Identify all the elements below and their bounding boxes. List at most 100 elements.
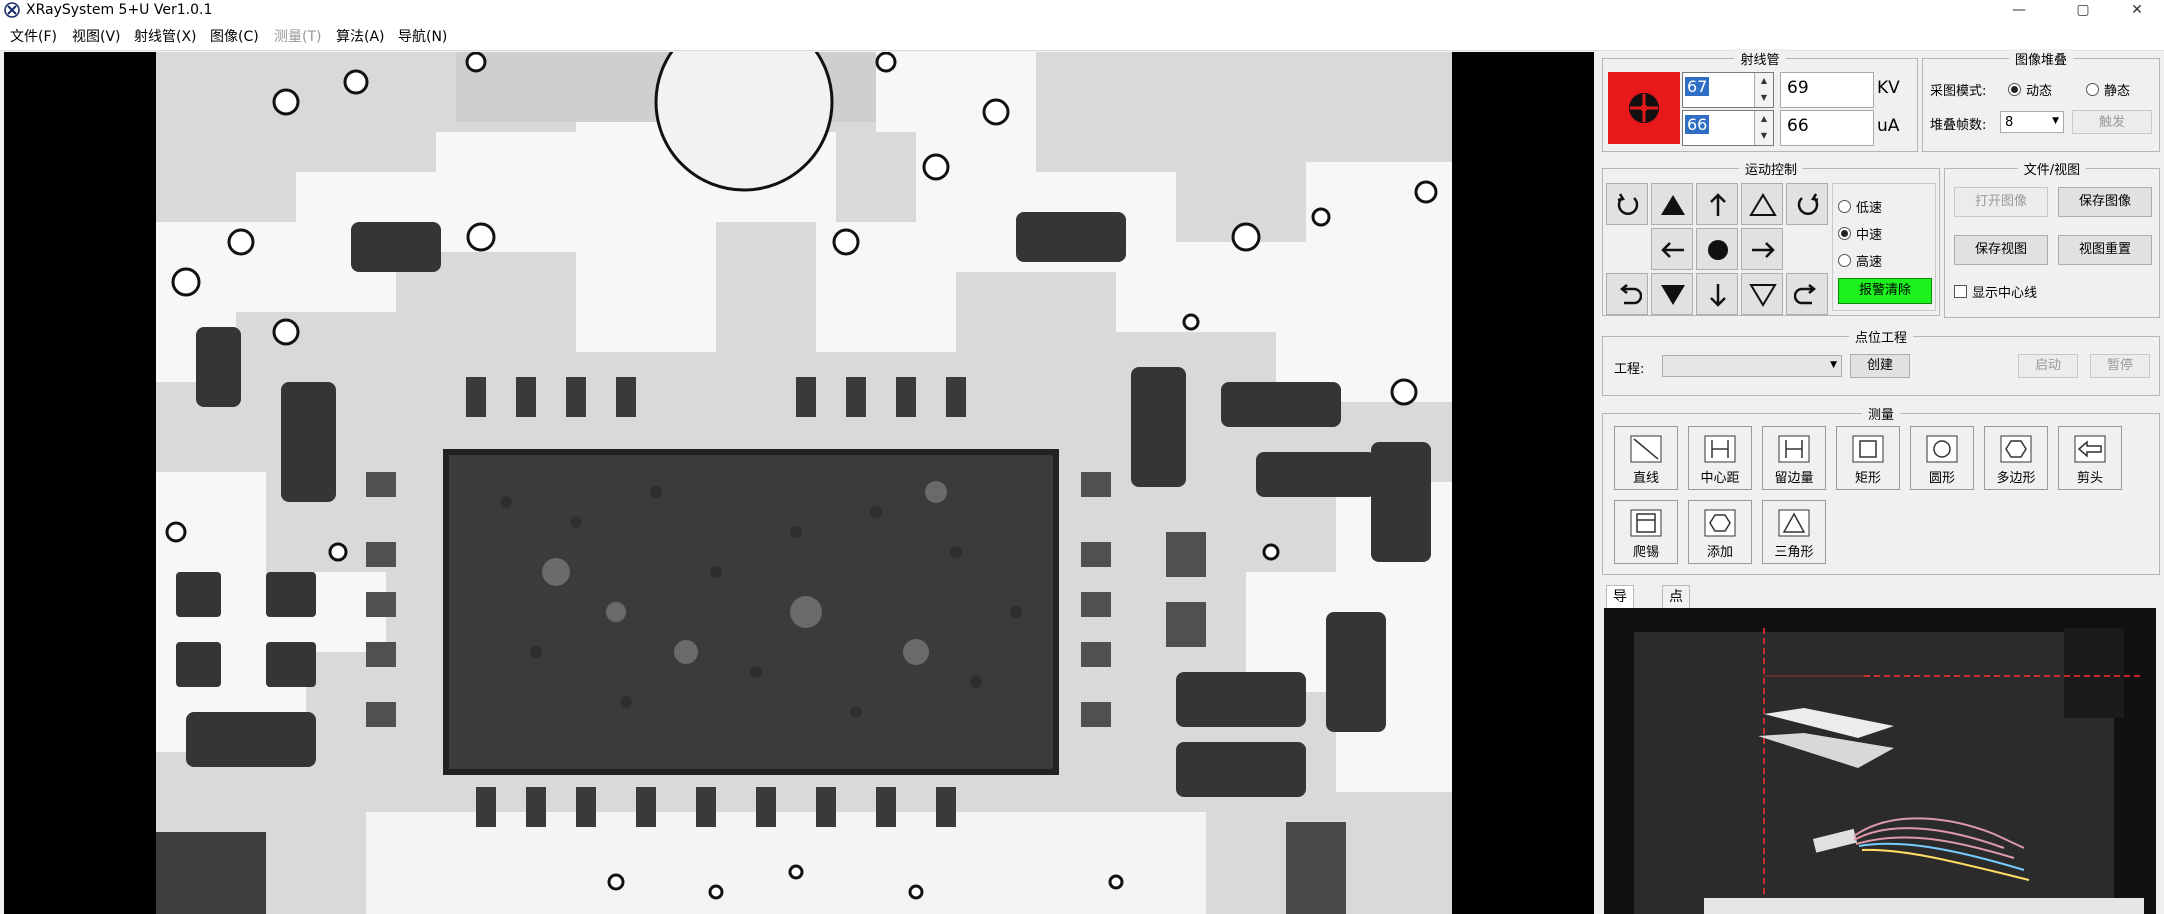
margin-icon: [1778, 435, 1810, 463]
motion-control-group: 运动控制: [1602, 159, 1940, 316]
file-view-title: 文件/视图: [2017, 159, 2087, 178]
rotate-cw-icon: [1617, 193, 1639, 215]
start-project-button[interactable]: 启动: [2018, 354, 2078, 378]
turn-left-button[interactable]: [1606, 273, 1648, 315]
z-up-button[interactable]: [1651, 183, 1693, 225]
measure-solder-climb-tool[interactable]: 爬锡: [1614, 500, 1678, 564]
speed-high-radio[interactable]: 高速: [1838, 251, 1882, 270]
image-stack-title: 图像堆叠: [2008, 49, 2074, 68]
circle-icon: [1926, 435, 1958, 463]
measure-margin-tool[interactable]: 留边量: [1762, 426, 1826, 490]
speed-medium-radio[interactable]: 中速: [1838, 224, 1882, 243]
tab-point-project-marks[interactable]: 点位工程标记: [1662, 585, 1690, 715]
measure-rectangle-tool[interactable]: 矩形: [1836, 426, 1900, 490]
speed-low-radio[interactable]: 低速: [1838, 197, 1882, 216]
stop-dot-icon: [1708, 240, 1728, 260]
navigation-camera-view[interactable]: [1604, 608, 2156, 914]
measure-center-distance-tool[interactable]: 中心距: [1688, 426, 1752, 490]
point-project-title: 点位工程: [1848, 327, 1914, 346]
minimize-button[interactable]: —: [2012, 2, 2026, 18]
solder-climb-icon: [1630, 509, 1662, 537]
filled-down-triangle-icon: [1661, 285, 1685, 305]
measure-add-tool[interactable]: 添加: [1688, 500, 1752, 564]
pause-project-button[interactable]: 暂停: [2090, 354, 2150, 378]
mode-static-radio[interactable]: 静态: [2086, 80, 2130, 99]
chevron-down-icon: ▼: [2052, 116, 2059, 126]
y-up-button[interactable]: [1696, 183, 1738, 225]
alarm-clear-button[interactable]: 报警清除: [1838, 278, 1932, 304]
speed-box: [1832, 183, 1936, 311]
stack-frames-select[interactable]: 8 ▼: [2000, 111, 2064, 133]
reset-view-button[interactable]: 视图重置: [2058, 235, 2152, 265]
x-left-button[interactable]: [1651, 228, 1693, 270]
rectangle-icon: [1852, 435, 1884, 463]
menu-xray-tube[interactable]: 射线管(X): [134, 29, 197, 45]
menu-bar: 文件(F) 视图(V) 射线管(X) 图像(C) 测量(T) 算法(A) 导航(…: [0, 22, 2164, 51]
undo-icon: [1794, 284, 1817, 305]
open-image-button[interactable]: 打开图像: [1954, 187, 2048, 217]
window-title: XRaySystem 5+U Ver1.0.1: [26, 2, 213, 18]
stop-button[interactable]: [1696, 228, 1738, 270]
xray-image: [156, 52, 1452, 914]
measure-triangle-tool[interactable]: 三角形: [1762, 500, 1826, 564]
project-label: 工程:: [1614, 362, 1645, 377]
kv-unit: KV: [1877, 78, 1900, 98]
polygon-icon: [2000, 435, 2032, 463]
arrow-down-icon: [1710, 284, 1726, 307]
menu-file[interactable]: 文件(F): [10, 29, 57, 45]
tilt-up-button[interactable]: [1741, 183, 1783, 225]
line-icon: [1630, 435, 1662, 463]
kv-setpoint-spinner[interactable]: 67 ▲ ▼: [1682, 72, 1774, 108]
project-select[interactable]: ▼: [1662, 355, 1842, 377]
radiation-icon: [1629, 93, 1659, 123]
motion-control-title: 运动控制: [1738, 159, 1804, 178]
ua-up-icon[interactable]: ▲: [1760, 114, 1768, 123]
measure-circle-tool[interactable]: 圆形: [1910, 426, 1974, 490]
mode-dynamic-radio[interactable]: 动态: [2008, 80, 2052, 99]
create-project-button[interactable]: 创建: [1850, 354, 1910, 378]
outline-up-triangle-icon: [1749, 193, 1777, 216]
xray-image-viewport[interactable]: [4, 52, 1594, 914]
tilt-down-button[interactable]: [1741, 273, 1783, 315]
measure-group: 测量: [1602, 404, 2160, 575]
file-view-group: 文件/视图: [1944, 159, 2160, 318]
image-stack-group: 图像堆叠: [1922, 49, 2160, 152]
center-distance-icon: [1704, 435, 1736, 463]
save-view-button[interactable]: 保存视图: [1954, 235, 2048, 265]
rotate-cw-button[interactable]: [1606, 183, 1648, 225]
kv-setpoint-value[interactable]: 67: [1685, 77, 1710, 96]
xray-status-indicator[interactable]: [1608, 72, 1680, 144]
arrow-icon: [2074, 435, 2106, 463]
menu-measure[interactable]: 测量(T): [274, 29, 322, 45]
ua-setpoint-value[interactable]: 66: [1685, 115, 1710, 134]
chevron-down-icon: ▼: [1830, 360, 1837, 370]
tab-navigation[interactable]: 导航: [1606, 585, 1634, 627]
outline-down-triangle-icon: [1749, 284, 1777, 307]
kv-up-icon[interactable]: ▲: [1760, 76, 1768, 85]
save-image-button[interactable]: 保存图像: [2058, 187, 2152, 217]
trigger-button[interactable]: 触发: [2072, 110, 2152, 134]
turn-right-button[interactable]: [1786, 273, 1828, 315]
arrow-right-icon: [1752, 242, 1775, 258]
ua-down-icon[interactable]: ▼: [1760, 131, 1768, 140]
measure-line-tool[interactable]: 直线: [1614, 426, 1678, 490]
menu-navigation[interactable]: 导航(N): [398, 29, 448, 45]
rotate-ccw-button[interactable]: [1786, 183, 1828, 225]
ua-setpoint-spinner[interactable]: 66 ▲ ▼: [1682, 110, 1774, 146]
hook-left-icon: [1619, 284, 1642, 305]
arrow-up-icon: [1710, 193, 1726, 216]
menu-view[interactable]: 视图(V): [72, 29, 121, 45]
kv-down-icon[interactable]: ▼: [1760, 93, 1768, 102]
app-logo-icon: [4, 2, 20, 18]
measure-polygon-tool[interactable]: 多边形: [1984, 426, 2048, 490]
z-down-button[interactable]: [1651, 273, 1693, 315]
measure-arrow-tool[interactable]: 剪头: [2058, 426, 2122, 490]
show-center-line-checkbox[interactable]: 显示中心线: [1954, 282, 2037, 301]
menu-algorithm[interactable]: 算法(A): [336, 29, 385, 45]
y-down-button[interactable]: [1696, 273, 1738, 315]
x-right-button[interactable]: [1741, 228, 1783, 270]
close-button[interactable]: ✕: [2131, 2, 2143, 18]
menu-image[interactable]: 图像(C): [210, 29, 259, 45]
maximize-button[interactable]: ▢: [2076, 2, 2090, 18]
kv-actual-readout: 69: [1780, 72, 1874, 108]
